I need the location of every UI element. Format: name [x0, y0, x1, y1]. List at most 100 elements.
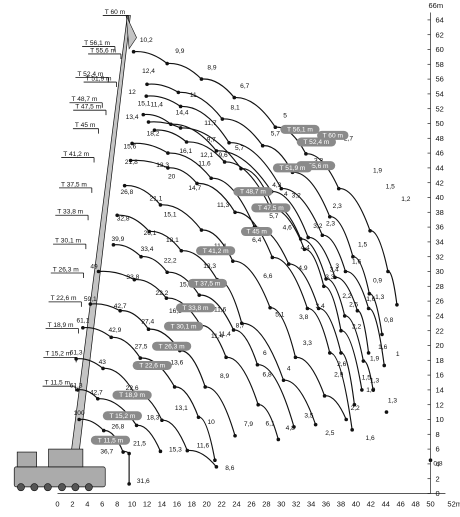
- boom-length-badge: [233, 187, 273, 197]
- load-point: [122, 183, 127, 188]
- load-point: [165, 270, 169, 275]
- boom-length-label: T 18,9 m: [48, 322, 74, 329]
- x-tick-label: 10: [128, 500, 136, 509]
- load-value-label: 33,8: [126, 274, 139, 281]
- load-point: [172, 385, 177, 389]
- load-value-label: 11,4: [211, 333, 224, 340]
- load-point: [118, 308, 122, 313]
- load-point: [366, 306, 371, 311]
- y-tick-label: 16: [436, 371, 444, 380]
- load-point: [268, 305, 272, 310]
- load-value-label: 6,1: [266, 420, 275, 427]
- load-value-label: 36,7: [100, 449, 113, 456]
- load-point: [144, 94, 149, 98]
- load-value-label: 1,3: [388, 397, 397, 404]
- x-tick-label: 38: [337, 500, 345, 509]
- load-value-label: 2,7: [344, 136, 353, 143]
- load-value-label: 13,4: [126, 114, 139, 121]
- x-tick-label: 50: [426, 500, 434, 509]
- load-point: [367, 291, 372, 296]
- boom-length-label: T 45 m: [75, 122, 96, 129]
- load-value-label: 6,4: [252, 237, 261, 244]
- load-point: [239, 166, 243, 171]
- y-tick-label: 62: [436, 30, 444, 39]
- load-point: [146, 327, 151, 332]
- boom-length-badge: [187, 278, 228, 288]
- boom-length-badge-text: T 47,5 m: [258, 205, 284, 212]
- load-value-label: 33,4: [141, 246, 154, 253]
- load-value-label: 10,2: [140, 37, 153, 44]
- load-value-label: 3,5: [304, 412, 313, 419]
- crane-graphic: [13, 15, 137, 492]
- load-point: [197, 293, 202, 297]
- load-value-label: 3: [335, 263, 339, 270]
- load-point: [224, 355, 228, 360]
- load-point: [351, 254, 355, 259]
- load-value-label: 0,8: [433, 460, 442, 467]
- load-point: [231, 259, 235, 263]
- telescope-length-labels: T 60 mT 56,1 mT 55,6 mT 52,4 mT 51,9 mT …: [42, 9, 129, 392]
- load-value-label: 4,8: [286, 425, 295, 432]
- load-point: [361, 359, 366, 363]
- load-point: [203, 385, 208, 389]
- boom-length-badge-text: T 55,6 m: [303, 163, 329, 170]
- x-tick-label: 26: [247, 500, 255, 509]
- x-tick-label: 16: [173, 500, 181, 509]
- load-value-label: 100: [74, 410, 85, 417]
- load-point: [145, 82, 149, 87]
- load-value-label: 3,4: [330, 267, 339, 274]
- load-value-label: 9,7: [207, 136, 216, 143]
- y-tick-label: 46: [436, 149, 444, 158]
- load-point: [298, 237, 303, 241]
- boom-length-badge-text: T 30,1 m: [171, 323, 197, 330]
- load-point: [176, 90, 181, 95]
- load-value-label: 11,7: [204, 120, 217, 127]
- x-tick-label: 28: [262, 500, 270, 509]
- y-tick-label: 12: [436, 400, 444, 409]
- x-tick-label: 20: [203, 500, 211, 509]
- load-value-label: 13,3: [156, 162, 169, 169]
- load-point: [75, 388, 80, 392]
- load-value-label: 2,5: [325, 430, 334, 437]
- y-tick-label: 64: [436, 16, 444, 25]
- load-point: [139, 254, 143, 259]
- load-point: [339, 328, 343, 333]
- boom-length-badge-text: T 60 m: [323, 132, 344, 139]
- load-point: [327, 214, 332, 219]
- load-value-label: 61,1: [76, 318, 89, 325]
- y-tick-label: 10: [436, 415, 444, 424]
- boom-length-badge: [272, 163, 313, 173]
- load-value-label: 2,2: [351, 405, 360, 412]
- x-tick-label: 6: [100, 500, 104, 509]
- y-tick-label: 20: [436, 341, 444, 350]
- y-tick-label: 22: [436, 326, 444, 335]
- load-point: [227, 140, 231, 145]
- load-value-label: 6: [263, 350, 267, 357]
- boom-length-badge-text: T 45 m: [246, 229, 267, 236]
- load-point: [366, 351, 371, 355]
- load-value-label: 8,7: [236, 323, 245, 330]
- load-point: [130, 141, 134, 146]
- load-point: [320, 233, 325, 238]
- load-point: [141, 112, 146, 117]
- load-point: [233, 210, 237, 215]
- x-tick-label: 24: [232, 500, 240, 509]
- crane-cab: [16, 451, 37, 468]
- load-point: [101, 428, 106, 433]
- y-tick-label: 4: [436, 460, 440, 469]
- load-point: [352, 402, 357, 407]
- x-tick-label: 40: [352, 500, 360, 509]
- load-point: [333, 275, 337, 280]
- load-point: [146, 120, 151, 124]
- load-point: [292, 425, 296, 429]
- load-value-label: 6,8: [263, 372, 272, 379]
- load-value-label: 15,5: [179, 281, 192, 288]
- boom-length-label: T 41,2 m: [63, 151, 89, 158]
- load-value-label: 11: [190, 92, 197, 99]
- y-tick-label: 34: [436, 238, 444, 247]
- load-value-label: 8,6: [225, 465, 234, 472]
- load-value-label: 12: [128, 89, 136, 96]
- load-point: [214, 465, 219, 469]
- boom-length-label: T 37,5 m: [61, 181, 87, 188]
- y-tick-label: 14: [436, 386, 444, 395]
